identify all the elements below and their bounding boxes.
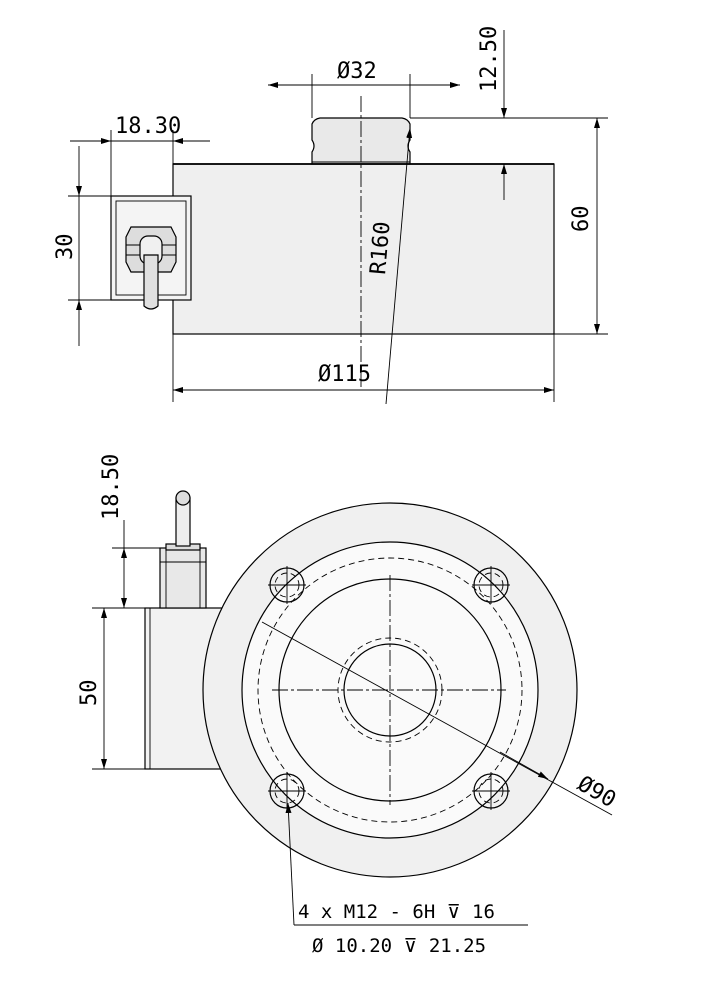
dim-body-height: 60 [569, 206, 594, 233]
dim-boss-height: 12.50 [477, 26, 502, 92]
dim-boss-diameter: Ø32 [337, 59, 377, 84]
thread-note-line1: 4 x M12 - 6H ⊽ 16 [298, 901, 495, 923]
bolt-hole-icon [268, 566, 306, 604]
dim-connector-height: 30 [53, 234, 78, 261]
front-view: Ø32 12.50 18.30 30 60 R160 Ø115 [53, 26, 608, 405]
load-cell-body [172, 163, 555, 335]
dim-connector-offset: 18.30 [115, 114, 181, 139]
dim-connector-width: 50 [77, 680, 102, 707]
connector-nut-icon [125, 226, 177, 310]
top-view: 18.50 50 Ø90 4 x M12 - 6H ⊽ 16 Ø 10.20 ⊽… [77, 454, 620, 957]
dim-connector-length: 18.50 [99, 454, 124, 520]
dim-radius: R160 [366, 221, 396, 276]
bolt-hole-icon [472, 566, 510, 604]
thread-note-line2: Ø 10.20 ⊽ 21.25 [312, 935, 486, 957]
dim-body-diameter: Ø115 [318, 362, 371, 387]
connector-stem-icon [159, 490, 207, 609]
bolt-hole-icon [472, 772, 510, 810]
